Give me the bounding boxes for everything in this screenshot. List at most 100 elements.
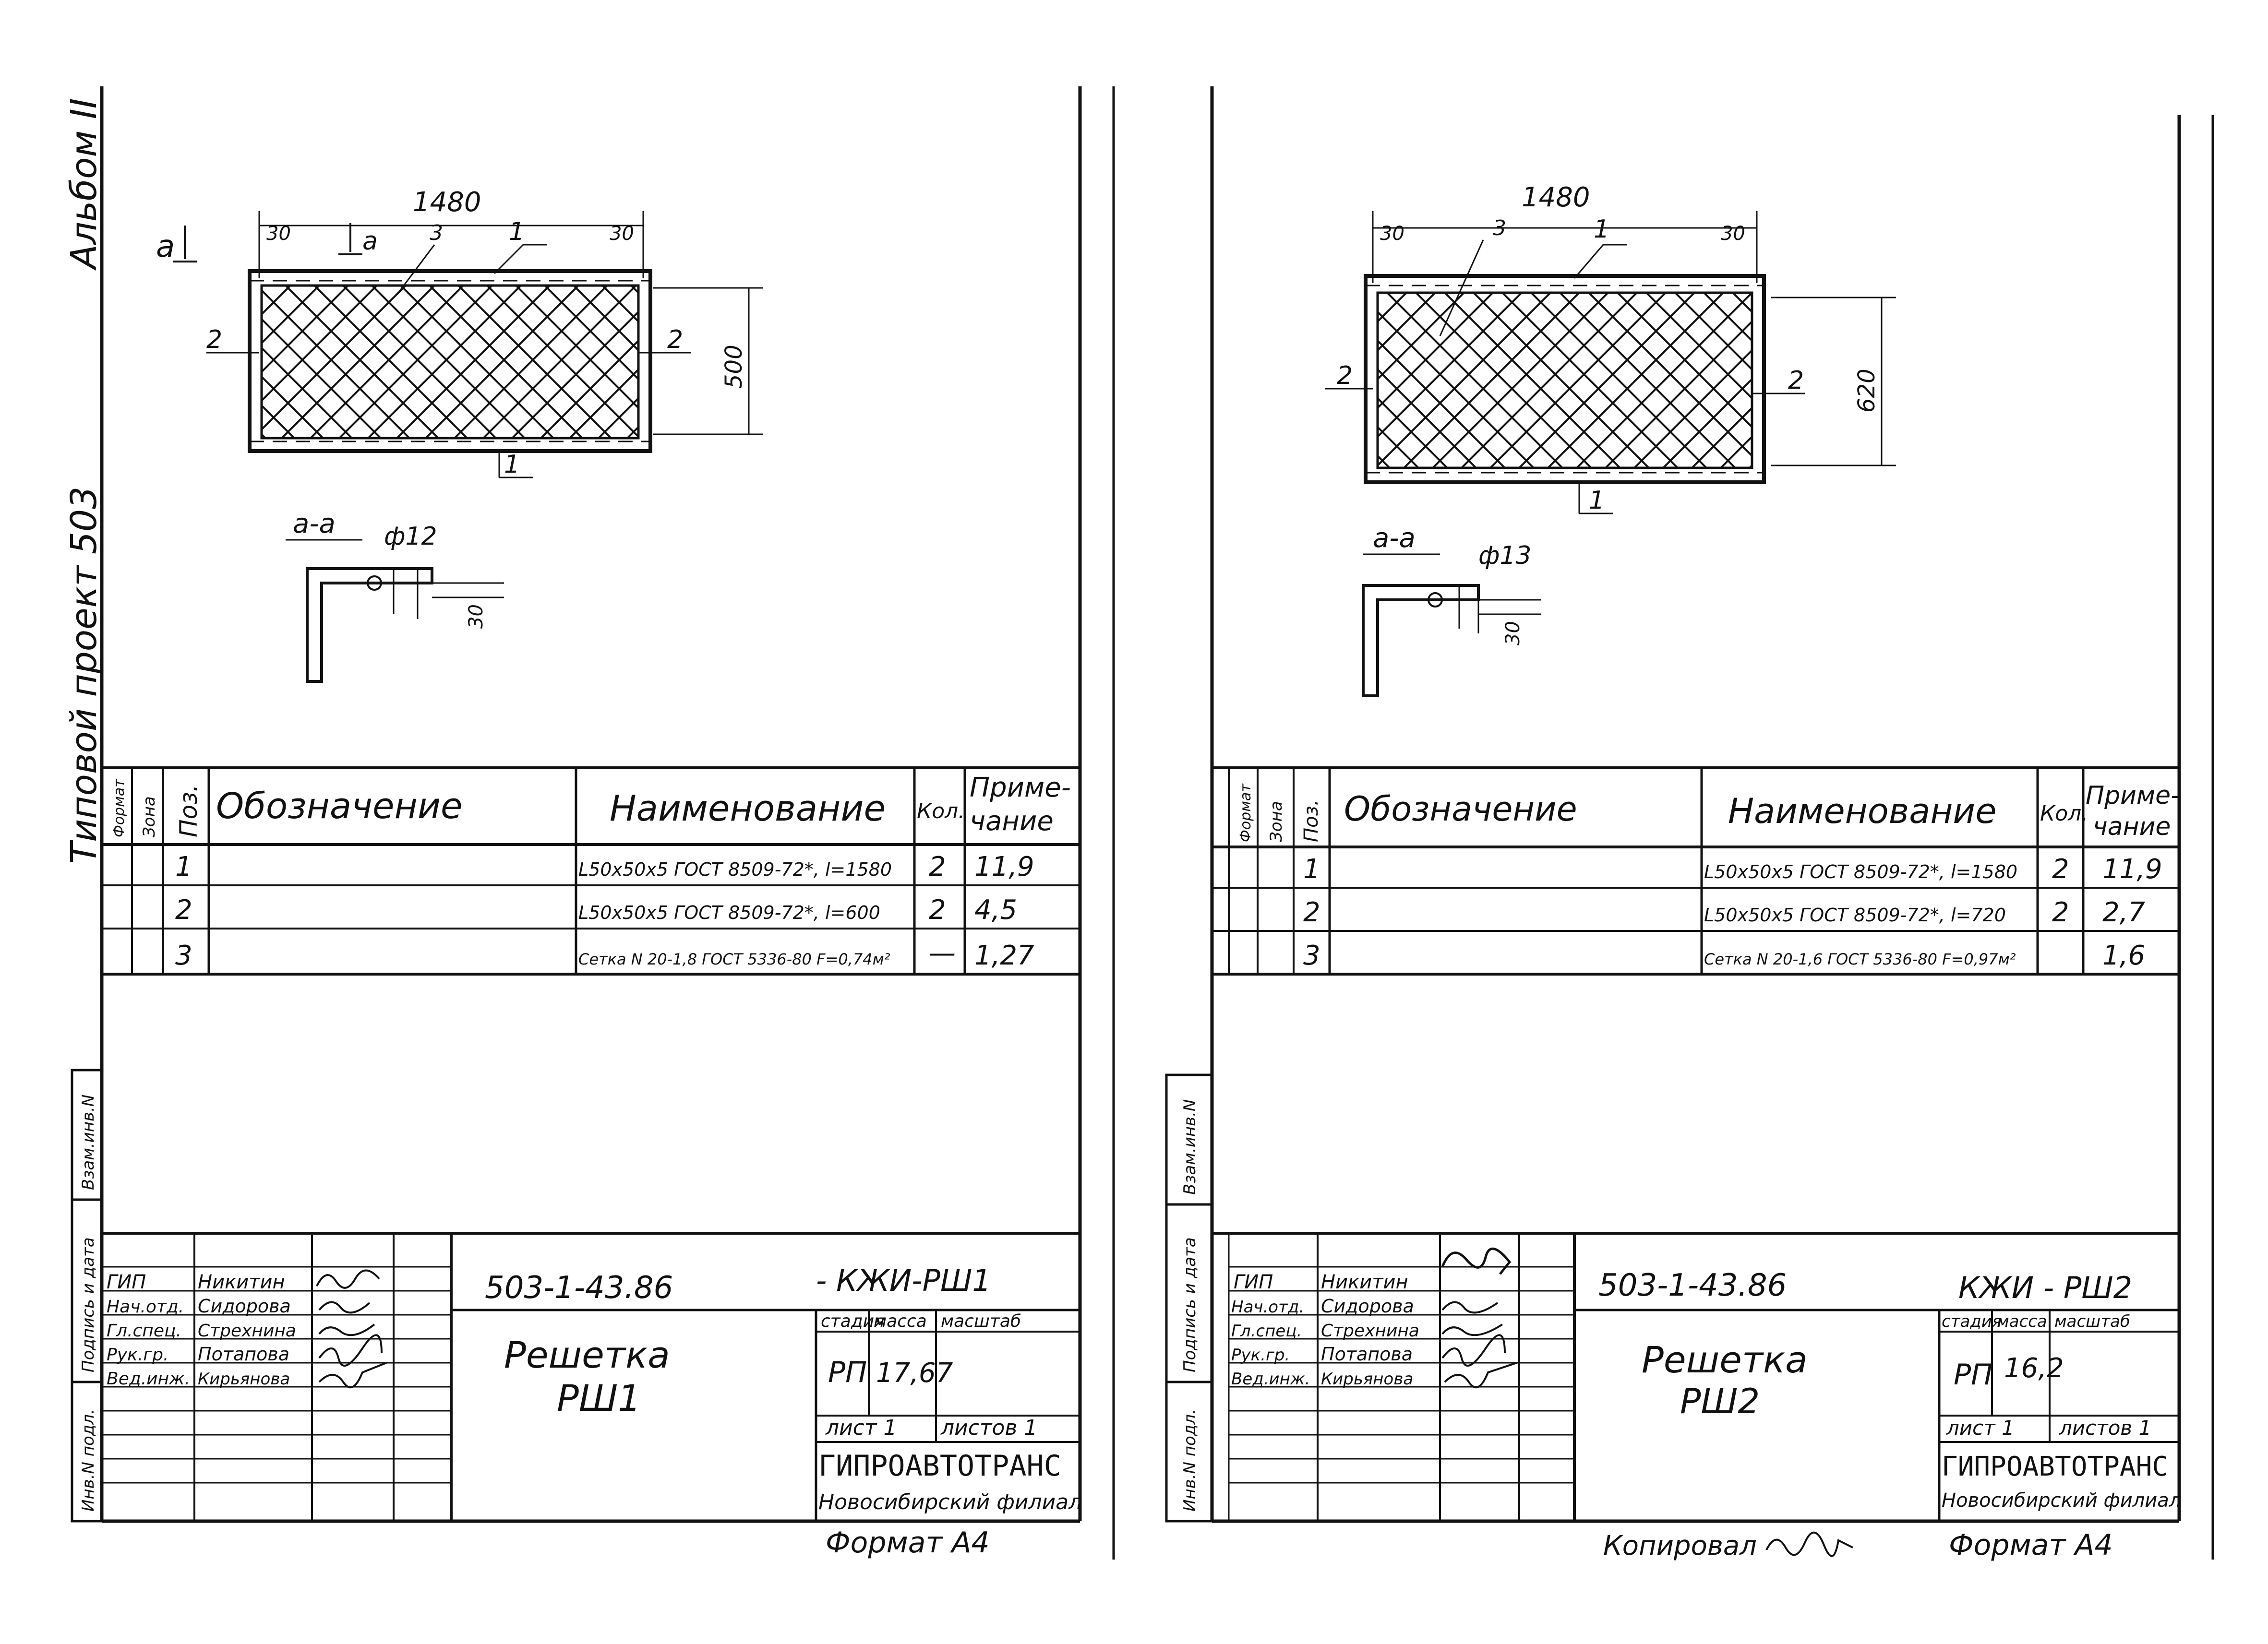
side-label-inv: Инв.N подл. [79,1409,98,1512]
table-row: 1 L50x50x5 ГОСТ 8509-72*, l=1580 2 11,9 [175,851,1034,882]
svg-text:2: 2 [2052,854,2069,885]
spine-album: Альбом II [63,98,105,271]
section-label: а-а [293,508,336,539]
svg-text:1,27: 1,27 [974,940,1034,971]
doc-number: 503-1-43.86 [485,1270,673,1306]
spec-table-2: Формат Зона Поз. Обозначение Наименовани… [1212,766,2180,976]
title-block-1: ГИП Никитин Нач.отд. Сидорова Гл.спец. С… [102,1232,1082,1560]
signature [316,1269,380,1289]
pos-2-left: 2 [206,325,222,354]
svg-text:Никитин: Никитин [198,1271,285,1293]
svg-text:1,6: 1,6 [2102,940,2145,971]
dim-width: 1480 [1522,182,1590,213]
signature [318,1301,371,1314]
hdr-note-1: Приме- [970,772,1071,803]
side-label-swap: Взам.инв.N [79,1095,98,1190]
frame-outer [1364,274,1766,484]
signature [1444,1362,1517,1389]
dim-right-offset: 30 [610,223,634,245]
spine-project: Типовой проект 503 [63,487,105,864]
hdr-note-1: Приме- [2086,781,2180,810]
signature [1441,1247,1512,1275]
sheet-1: 1480 30 30 500 1 3 2 2 1 а а [71,86,1115,1560]
dim-width: 1480 [413,187,481,218]
hdr-designation: Обозначение [216,786,462,827]
hole-dim: ф13 [1478,541,1532,570]
svg-text:Кирьянова: Кирьянова [198,1370,290,1389]
hdr-pos: Поз. [1300,799,1322,842]
hdr-note-2: чание [970,806,1054,837]
org-name: ГИПРОАВТОТРАНС [1942,1451,2168,1482]
section-mark-left: а [156,229,175,264]
svg-text:L50x50x5 ГОСТ 8509-72*, l=720: L50x50x5 ГОСТ 8509-72*, l=720 [1704,905,2006,926]
svg-text:—: — [929,938,956,969]
label-scale: масштаб [2054,1312,2130,1331]
svg-text:Вед.инж.: Вед.инж. [107,1369,190,1389]
table-row: 2 L50x50x5 ГОСТ 8509-72*, l=720 2 2,7 [1303,897,2145,928]
hdr-qty: Кол. [2040,801,2088,826]
hole-offset: 30 [1502,621,1524,645]
label-sheets: листов 1 [940,1416,1037,1440]
side-label-inv: Инв.N подл. [1180,1409,1200,1512]
label-stage: стадия [821,1311,885,1331]
branch-name: Новосибирский филиал [818,1490,1082,1514]
pos-1-top: 1 [1594,215,1609,244]
doc-title-2: РШ2 [1680,1381,1760,1421]
frame-outer [248,269,652,453]
hdr-designation: Обозначение [1344,789,1577,829]
section-mark-right: а [362,227,378,256]
svg-text:Гл.спец.: Гл.спец. [107,1321,181,1341]
svg-text:L50x50x5 ГОСТ 8509-72*, l=1580: L50x50x5 ГОСТ 8509-72*, l=1580 [578,859,892,880]
drawing-grille-1: 1480 30 30 500 1 3 2 2 1 а а [156,187,763,683]
copied-by-label: Копировал [1603,1530,1757,1561]
label-mass: масса [874,1311,927,1331]
hdr-name: Наименование [610,788,886,829]
svg-text:Стрехнина: Стрехнина [1321,1321,1419,1341]
doc-title-2: РШ1 [557,1377,641,1419]
pos-2-right: 2 [667,325,683,354]
side-label-swap: Взам.инв.N [1180,1099,1200,1195]
hole-dim: ф12 [384,522,437,551]
table-row: 2 L50x50x5 ГОСТ 8509-72*, l=600 2 4,5 [175,894,1017,926]
org-name: ГИПРОАВТОТРАНС [818,1449,1061,1483]
pos-2-left: 2 [1337,361,1353,390]
sheet-2: 1480 30 30 620 1 3 2 2 1 а-а ф13 [1165,86,2214,1562]
signature [1441,1301,1499,1314]
svg-text:Гл.спец.: Гл.спец. [1231,1322,1302,1341]
format-label: Формат А4 [826,1526,990,1560]
svg-text:Нач.отд.: Нач.отд. [1231,1298,1304,1317]
svg-text:1: 1 [1303,854,1320,885]
svg-text:11,9: 11,9 [974,851,1034,882]
table-row: 1 L50x50x5 ГОСТ 8509-72*, l=1580 2 11,9 [1303,854,2162,885]
signature [318,1362,387,1389]
mass-value: 16,2 [2004,1353,2064,1384]
svg-text:ГИП: ГИП [107,1271,146,1293]
signature [1441,1334,1506,1367]
side-label-sign: Подпись и дата [1180,1237,1200,1372]
hdr-format: Формат [111,778,128,837]
hdr-name: Наименование [1728,791,1997,831]
svg-text:3: 3 [175,940,192,971]
format-label: Формат А4 [1949,1528,2113,1562]
hdr-note-2: чание [2093,812,2171,841]
pos-1-top: 1 [509,217,525,246]
dim-height: 500 [720,345,747,389]
svg-text:Кирьянова: Кирьянова [1321,1370,1413,1389]
svg-text:Нач.отд.: Нач.отд. [107,1297,184,1317]
pos-1-bottom: 1 [504,450,520,479]
svg-text:2: 2 [929,851,946,882]
hdr-format: Формат [1237,783,1254,842]
hole-offset: 30 [465,604,487,629]
side-strip-1: Взам.инв.N Подпись и дата Инв.N подл. [71,1069,103,1523]
dim-height: 620 [1853,369,1880,413]
signature [318,1334,383,1367]
label-sheets: листов 1 [2059,1416,2151,1440]
svg-text:Сидорова: Сидорова [198,1296,291,1317]
hdr-qty: Кол. [917,799,965,823]
svg-text:3: 3 [1303,940,1320,971]
svg-text:Рук.гр.: Рук.гр. [1231,1346,1290,1365]
mesh-area [260,284,640,440]
label-sheet: лист 1 [825,1416,897,1440]
pos-1-bottom: 1 [1589,486,1605,515]
